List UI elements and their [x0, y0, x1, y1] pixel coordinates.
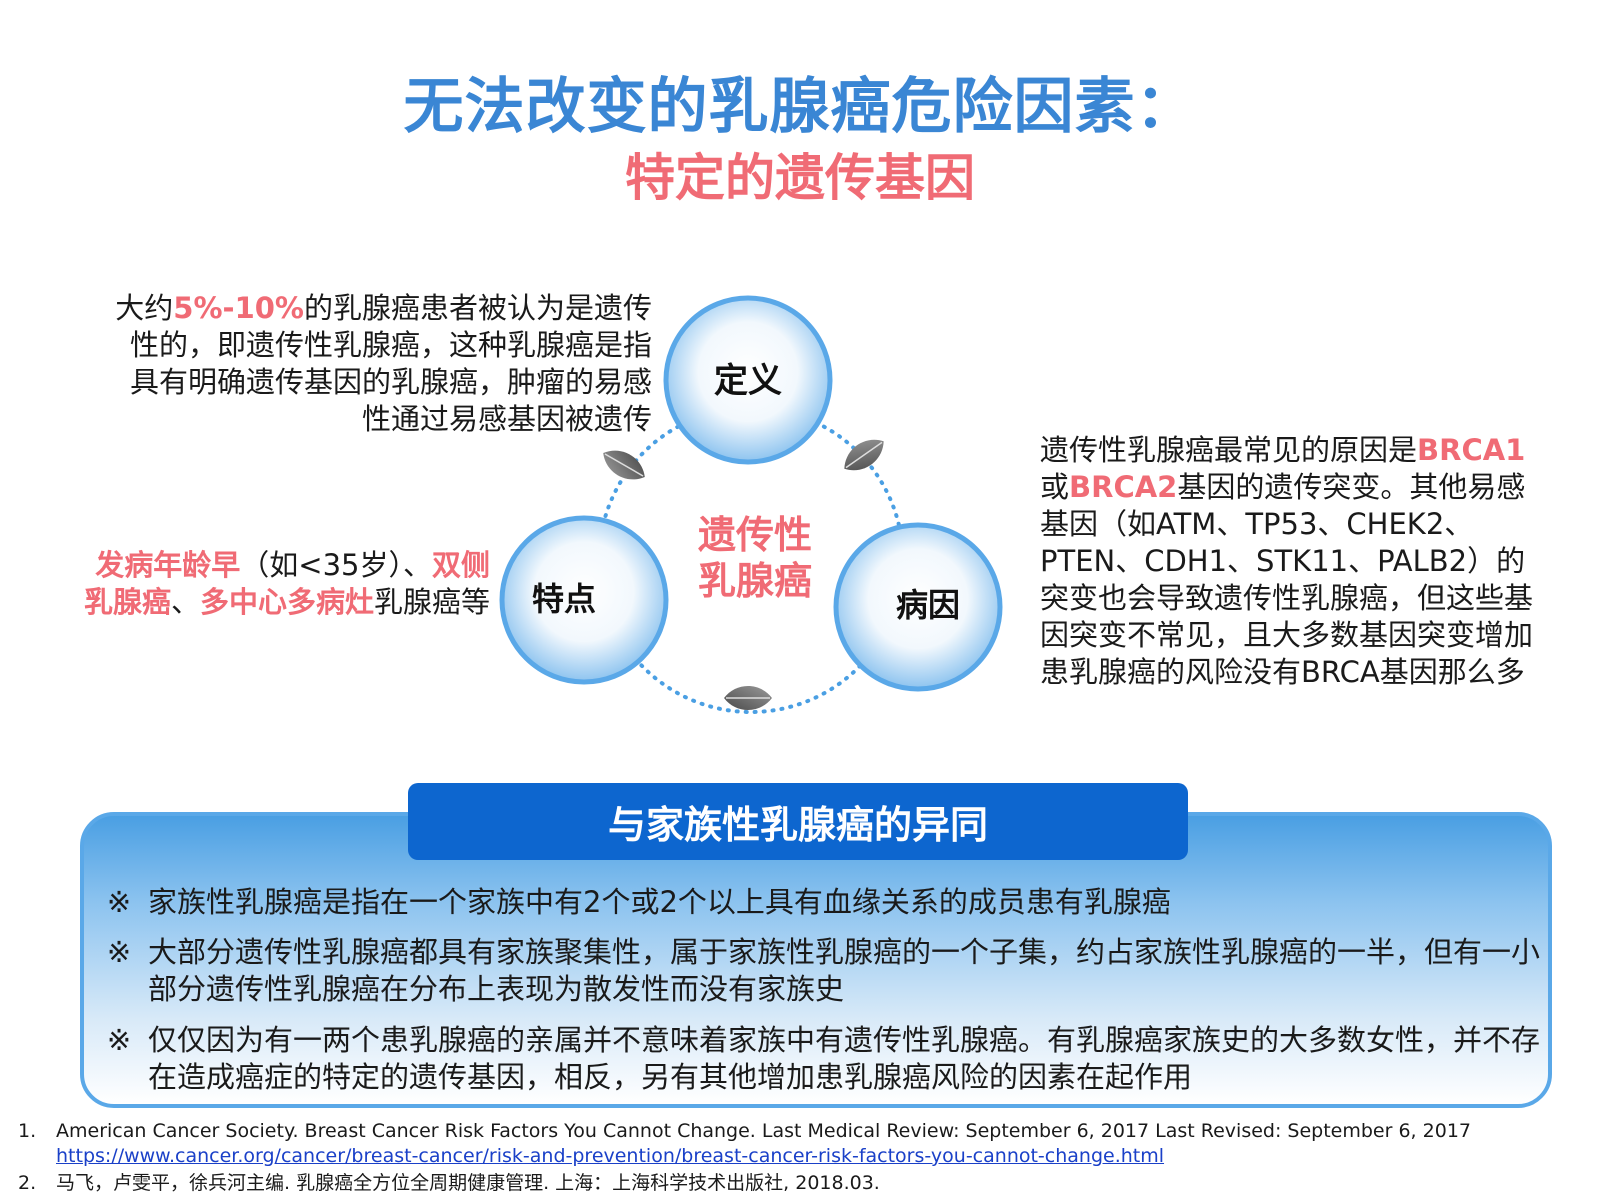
- circle-features: [499, 515, 669, 685]
- definition-pre: 大约: [115, 291, 174, 325]
- panel-item-text: 仅仅因为有一两个患乳腺癌的亲属并不意味着家族中有遗传性乳腺癌。有乳腺癌家族史的大…: [148, 1023, 1541, 1094]
- center-label-line2: 乳腺癌: [698, 559, 812, 603]
- panel-header: 与家族性乳腺癌的异同: [408, 783, 1188, 860]
- reference-link-wrap: https://www.cancer.org/cancer/breast-can…: [56, 1144, 1164, 1168]
- circle-definition: [663, 295, 833, 465]
- cause-pre: 遗传性乳腺癌最常见的原因是: [1040, 433, 1418, 467]
- reference-link[interactable]: https://www.cancer.org/cancer/breast-can…: [56, 1145, 1165, 1167]
- feature-multifocal: 多中心多病灶: [199, 585, 374, 619]
- cause-or: 或: [1040, 470, 1070, 504]
- circle-definition-label: 定义: [714, 361, 782, 401]
- features-text: 发病年龄早（如<35岁）、双侧乳腺癌、多中心多病灶乳腺癌等: [70, 547, 490, 621]
- definition-text: 大约5%-10%的乳腺癌患者被认为是遗传性的，即遗传性乳腺癌，这种乳腺癌是指具有…: [112, 290, 652, 438]
- circle-cause-label: 病因: [896, 586, 960, 624]
- panel-item: ※ 家族性乳腺癌是指在一个家族中有2个或2个以上具有血缘关系的成员患有乳腺癌: [96, 884, 1546, 921]
- circle-features-label: 特点: [532, 580, 596, 618]
- page-title: 无法改变的乳腺癌危险因素：: [403, 72, 1197, 142]
- diagram-svg: 定义 特点 病因 遗传性 乳腺癌: [499, 295, 1003, 714]
- reference-number: 1.: [18, 1120, 37, 1142]
- definition-percentage: 5%-10%: [173, 291, 304, 325]
- feature-age-note: （如<35岁）、: [240, 548, 432, 582]
- reference-number: 2.: [18, 1172, 37, 1194]
- reference-mark-icon: ※: [106, 1023, 132, 1057]
- panel-item: ※ 大部分遗传性乳腺癌都具有家族聚集性，属于家族性乳腺癌的一个子集，约占家族性乳…: [96, 934, 1546, 1008]
- center-label-line1: 遗传性: [698, 513, 812, 557]
- feature-bilateral: 双侧乳腺癌: [83, 548, 490, 619]
- page-subtitle: 特定的遗传基因: [625, 149, 975, 207]
- cause-body: 基因的遗传突变。其他易感基因（如ATM、TP53、CHEK2、PTEN、CDH1…: [1040, 470, 1534, 689]
- panel-item: ※ 仅仅因为有一两个患乳腺癌的亲属并不意味着家族中有遗传性乳腺癌。有乳腺癌家族史…: [96, 1022, 1546, 1096]
- leaf-icon-right: [844, 439, 884, 471]
- feature-suffix: 乳腺癌等: [373, 585, 490, 619]
- panel-item-text: 大部分遗传性乳腺癌都具有家族聚集性，属于家族性乳腺癌的一个子集，约占家族性乳腺癌…: [148, 935, 1541, 1006]
- reference-mark-icon: ※: [106, 935, 132, 969]
- cause-text: 遗传性乳腺癌最常见的原因是BRCA1 或BRCA2基因的遗传突变。其他易感基因（如…: [1040, 432, 1550, 691]
- leaf-icon-left: [603, 450, 645, 480]
- circle-cause: [833, 522, 1003, 692]
- reference-text: 马飞，卢雯平，徐兵河主编. 乳腺癌全方位全周期健康管理. 上海：上海科学技术出版…: [56, 1172, 880, 1194]
- feature-early-onset: 发病年龄早: [95, 548, 241, 582]
- definition-body: 的乳腺癌患者被认为是遗传性的，即遗传性乳腺癌，这种乳腺癌是指具有明确遗传基因的乳…: [129, 291, 652, 436]
- leaf-icon-bottom: [724, 686, 772, 710]
- feature-separator: 、: [170, 585, 200, 619]
- comparison-panel: [80, 812, 1552, 1108]
- reference-mark-icon: ※: [106, 885, 132, 919]
- hereditary-diagram: 定义 特点 病因 遗传性 乳腺癌: [480, 280, 1040, 740]
- cause-brca2: BRCA2: [1069, 470, 1178, 504]
- reference-text: American Cancer Society. Breast Cancer R…: [56, 1120, 1471, 1142]
- cause-brca1: BRCA1: [1417, 433, 1526, 467]
- panel-item-text: 家族性乳腺癌是指在一个家族中有2个或2个以上具有血缘关系的成员患有乳腺癌: [148, 885, 1171, 919]
